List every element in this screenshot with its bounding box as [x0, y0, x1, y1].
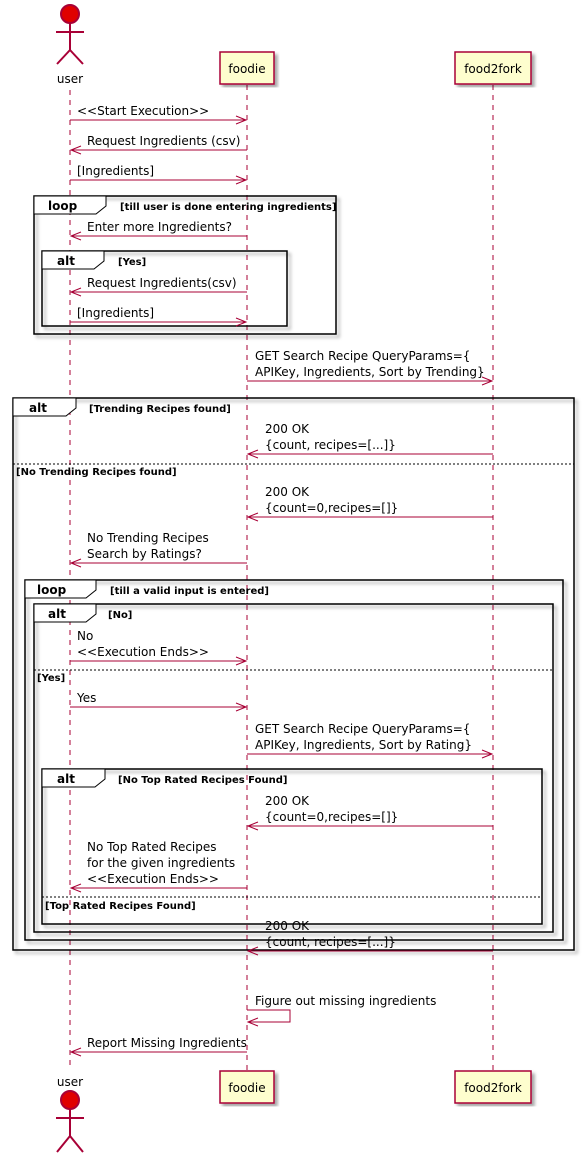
fragment-alt-yes: alt [Yes] [41, 250, 288, 327]
fragment-alt-top-rated: alt [No Top Rated Recipes Found] [Top Ra… [41, 768, 543, 925]
fragment-alt-no-yes: alt [No] [Yes] [33, 603, 554, 933]
message-200-ok-top-rated: 200 OK{count, recipes=[...]} [246, 919, 493, 956]
svg-text:<<Start Execution>>: <<Start Execution>> [77, 104, 209, 118]
fragment-else-condition: [No Trending Recipes found] [16, 467, 177, 478]
message-no-execution-ends: No<<Execution Ends>> [70, 629, 248, 666]
message-200-ok-trending: 200 OK{count, recipes=[...]} [246, 422, 493, 459]
message-200-ok-empty: 200 OK{count=0,recipes=[]} [246, 485, 493, 522]
message-200-ok-empty-rating: 200 OK{count=0,recipes=[]} [246, 794, 493, 831]
participant-label: foodie [228, 62, 265, 76]
participants-top: user foodie food2fork [56, 4, 532, 86]
fragment-alt-trending: alt [Trending Recipes found] [No Trendin… [12, 397, 575, 951]
svg-text:200 OK{count, recipes=[...]}: 200 OK{count, recipes=[...]} [265, 919, 396, 949]
actor-icon [60, 1090, 80, 1110]
message-request-ingredients-csv: Request Ingredients(csv) [69, 276, 247, 297]
fragment-else-condition: [Top Rated Recipes Found] [45, 901, 196, 912]
fragment-condition: [Trending Recipes found] [89, 404, 231, 415]
fragment-condition: [till user is done entering ingredients] [120, 202, 336, 213]
fragments: alt [Trending Recipes found] [No Trendin… [12, 195, 575, 951]
message-report-missing: Report Missing Ingredients [69, 1036, 247, 1057]
participant-foodie-top: foodie [219, 51, 275, 85]
svg-text:Yes: Yes [76, 691, 96, 705]
svg-text:200 OK{count=0,recipes=[]}: 200 OK{count=0,recipes=[]} [265, 794, 398, 824]
participant-food2fork-bottom: food2fork [454, 1070, 532, 1104]
fragment-else-condition: [Yes] [37, 673, 65, 684]
fragment-keyword: alt [48, 607, 66, 621]
message-get-search-rating: GET Search Recipe QueryParams={APIKey, I… [247, 722, 494, 759]
fragment-keyword: alt [57, 254, 75, 268]
svg-text:Request Ingredients (csv): Request Ingredients (csv) [87, 134, 240, 148]
messages: <<Start Execution>> Request Ingredients … [69, 104, 494, 1057]
participant-food2fork-top: food2fork [454, 51, 532, 85]
message-figure-out-missing: Figure out missing ingredients [246, 994, 436, 1027]
svg-text:GET Search Recipe QueryParams=: GET Search Recipe QueryParams={APIKey, I… [255, 722, 472, 752]
actor-user-top: user [56, 4, 84, 86]
svg-text:[Ingredients]: [Ingredients] [77, 164, 154, 178]
fragment-keyword: alt [29, 401, 47, 415]
fragment-keyword: loop [37, 583, 67, 597]
fragment-keyword: alt [57, 772, 75, 786]
actor-icon [60, 4, 80, 24]
message-yes: Yes [70, 691, 248, 712]
svg-text:[Ingredients]: [Ingredients] [77, 306, 154, 320]
fragment-condition: [till a valid input is entered] [110, 586, 269, 597]
fragment-loop-ingredients: loop [till user is done entering ingredi… [33, 195, 337, 335]
fragment-keyword: loop [48, 199, 78, 213]
fragment-condition: [No] [108, 610, 132, 621]
fragment-condition: [No Top Rated Recipes Found] [118, 775, 287, 786]
participants-bottom: user foodie food2fork [56, 1070, 532, 1153]
fragment-loop-valid-input: loop [till a valid input is entered] [24, 579, 564, 941]
participant-label: food2fork [464, 62, 522, 76]
svg-text:200 OK{count=0,recipes=[]}: 200 OK{count=0,recipes=[]} [265, 485, 398, 515]
svg-text:GET Search Recipe QueryParams=: GET Search Recipe QueryParams={APIKey, I… [255, 349, 485, 379]
actor-label: user [57, 1075, 83, 1089]
fragment-condition: [Yes] [118, 257, 146, 268]
message-ingredients-2: [Ingredients] [70, 306, 248, 327]
svg-text:Request Ingredients(csv): Request Ingredients(csv) [87, 276, 237, 290]
participant-label: food2fork [464, 1081, 522, 1095]
message-get-search-trending: GET Search Recipe QueryParams={APIKey, I… [247, 349, 494, 386]
message-start-execution: <<Start Execution>> [70, 104, 248, 125]
svg-text:200 OK{count, recipes=[...]}: 200 OK{count, recipes=[...]} [265, 422, 396, 452]
svg-text:Enter more Ingredients?: Enter more Ingredients? [87, 220, 232, 234]
svg-text:No<<Execution Ends>>: No<<Execution Ends>> [77, 629, 209, 659]
participant-label: foodie [228, 1081, 265, 1095]
message-ingredients: [Ingredients] [70, 164, 248, 185]
svg-text:Figure out missing ingredients: Figure out missing ingredients [255, 994, 436, 1008]
svg-text:Report Missing Ingredients: Report Missing Ingredients [87, 1036, 247, 1050]
participant-foodie-bottom: foodie [219, 1070, 275, 1104]
actor-user-bottom: user [56, 1075, 84, 1153]
actor-label: user [57, 72, 83, 86]
message-enter-more-ingredients: Enter more Ingredients? [69, 220, 247, 241]
message-request-ingredients: Request Ingredients (csv) [69, 134, 247, 155]
